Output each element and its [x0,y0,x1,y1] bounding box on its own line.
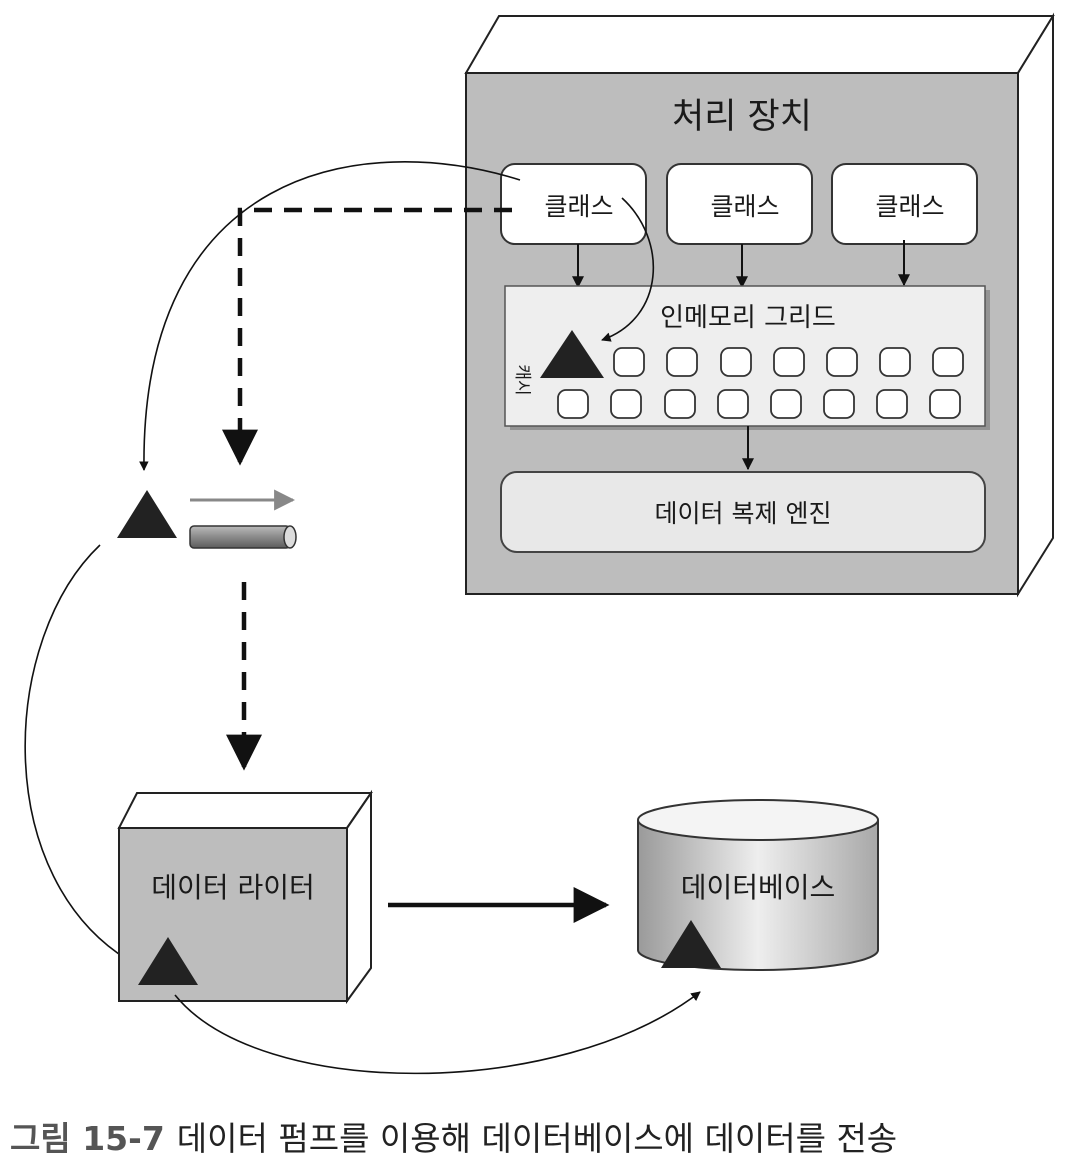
processing-unit-top-face [464,15,1055,74]
database: 데이터베이스 [637,799,879,971]
cache-cell [932,347,964,377]
replication-engine-label: 데이터 복제 엔진 [655,499,832,528]
cache-cell [773,347,805,377]
data-writer-top-face [117,792,373,829]
class-to-cache-curve-arrow [601,197,655,342]
data-writer-label: 데이터 라이터 [151,871,314,904]
database-label: 데이터베이스 [681,871,836,904]
cache-label: 캐시 [512,364,532,395]
cache-cell [720,347,752,377]
figure-number: 그림 15-7 [10,1119,165,1158]
pump-dashed-path [222,207,512,466]
cache-cell [717,389,749,419]
data-writer-triangle-icon [138,937,198,985]
class-label-3: 클래스 [875,192,944,221]
cache-cell [666,347,698,377]
data-writer-side-face [346,789,372,1005]
replication-engine-box [500,471,986,553]
cache-cell [929,389,961,419]
cache-cell [770,389,802,419]
database-top [637,799,879,841]
pump-to-writer-curve-arrow [24,544,134,964]
cache-cell [823,389,855,419]
cache-cell [557,389,589,419]
cache-cells [557,347,964,419]
pump-pipe [189,525,297,549]
class-label-2: 클래스 [710,192,779,221]
grid-title: 인메모리 그리드 [660,303,836,333]
class-box-2 [666,163,813,245]
cache-cell [610,389,642,419]
cache-cell [826,347,858,377]
cache-cell [613,347,645,377]
processing-unit-side-face [1017,12,1054,598]
class-to-pump-curve-arrow [139,161,521,471]
database-triangle-icon [661,920,721,968]
class-label-1: 클래스 [544,192,613,221]
cache-cell [876,389,908,419]
pump-triangle-icon [117,490,177,538]
figure-caption: 그림 15-7 데이터 펌프를 이용해 데이터베이스에 데이터를 전송 [10,1112,897,1160]
processing-unit-title: 처리 장치 [672,97,812,137]
processing-unit: 처리 장치 클래스 클래스 클래스 인메모리 그리드 캐시 데이터 복제 엔진 [464,12,1055,598]
data-writer: 데이터 라이터 [117,789,373,1005]
writer-to-database-curve-arrow [174,991,701,1075]
cache-cell [879,347,911,377]
cache-triangle-icon [540,330,604,378]
cache-cell [664,389,696,419]
class-box-1 [500,163,647,245]
figure-caption-text: 데이터 펌프를 이용해 데이터베이스에 데이터를 전송 [176,1119,898,1158]
